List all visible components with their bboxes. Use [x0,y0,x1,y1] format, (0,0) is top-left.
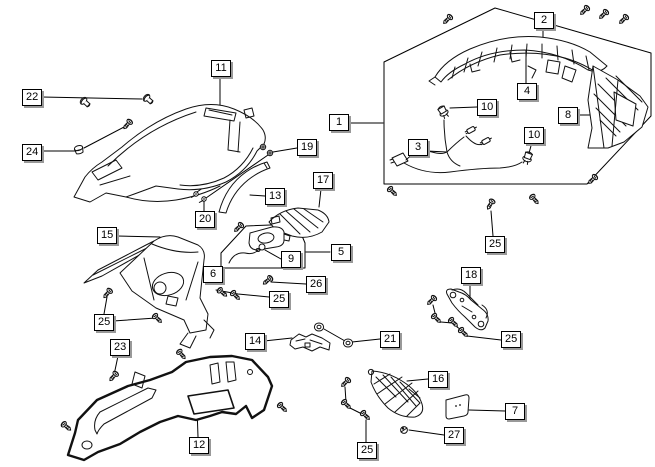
part-callout-26[interactable]: 26 [306,276,327,293]
part-callout-12[interactable]: 12 [189,437,210,454]
mud-flap [66,354,274,462]
part-callout-25-e[interactable]: 25 [485,236,506,253]
inline-bulb-holders [464,124,494,147]
bulb-socket-2 [520,150,535,166]
assembly-boundary-taillight [383,7,652,185]
support-bracket [289,333,331,352]
clip-nuts [259,143,274,157]
part-callout-9[interactable]: 9 [281,251,301,268]
tail-light-housing [428,36,608,86]
part-callout-25-a[interactable]: 25 [269,291,290,308]
part-callout-19[interactable]: 19 [297,139,318,156]
bulb-socket-1 [436,103,451,121]
part-callout-3[interactable]: 3 [408,139,428,156]
part-callout-7[interactable]: 7 [505,403,525,420]
part-callout-27[interactable]: 27 [444,427,465,444]
trim-strip [218,161,271,214]
end-cover [268,207,330,238]
part-callout-23[interactable]: 23 [110,339,131,356]
part-callout-20[interactable]: 20 [195,211,216,228]
part-callout-22[interactable]: 22 [22,89,43,106]
screws [59,3,631,433]
wiring-harness [389,119,523,174]
license-light-bulb [228,243,266,264]
reflector-plate [445,394,470,420]
part-callout-6[interactable]: 6 [203,266,223,283]
inner-fender [83,235,215,349]
part-callout-16[interactable]: 16 [428,371,449,388]
part-callout-14[interactable]: 14 [245,333,266,350]
nut [400,426,408,434]
part-callout-2[interactable]: 2 [534,12,554,29]
part-callout-10-b[interactable]: 10 [524,127,545,144]
part-callout-8[interactable]: 8 [558,107,578,124]
part-callout-5[interactable]: 5 [331,244,351,261]
part-callout-25-d[interactable]: 25 [501,331,522,348]
part-callout-4[interactable]: 4 [517,83,537,100]
part-callout-11[interactable]: 11 [211,60,231,77]
part-callout-10-a[interactable]: 10 [477,99,498,116]
part-callout-17[interactable]: 17 [313,172,334,189]
part-callout-25-c[interactable]: 25 [357,442,378,459]
license-light-housing [248,226,291,251]
grille [367,368,424,418]
part-callout-1[interactable]: 1 [329,114,349,131]
part-callout-13[interactable]: 13 [265,188,286,205]
tail-light-lens [587,65,649,149]
part-callout-24[interactable]: 24 [22,144,43,161]
push-rivets [78,92,156,110]
part-callout-15[interactable]: 15 [97,227,118,244]
link-bracket [446,288,489,331]
part-callout-21[interactable]: 21 [380,331,401,348]
rear-fender [73,104,266,203]
part-callout-18[interactable]: 18 [461,267,482,284]
leader-lines [41,29,597,443]
part-callout-25-b[interactable]: 25 [94,314,115,331]
fender-screw-and-clip [73,117,134,155]
